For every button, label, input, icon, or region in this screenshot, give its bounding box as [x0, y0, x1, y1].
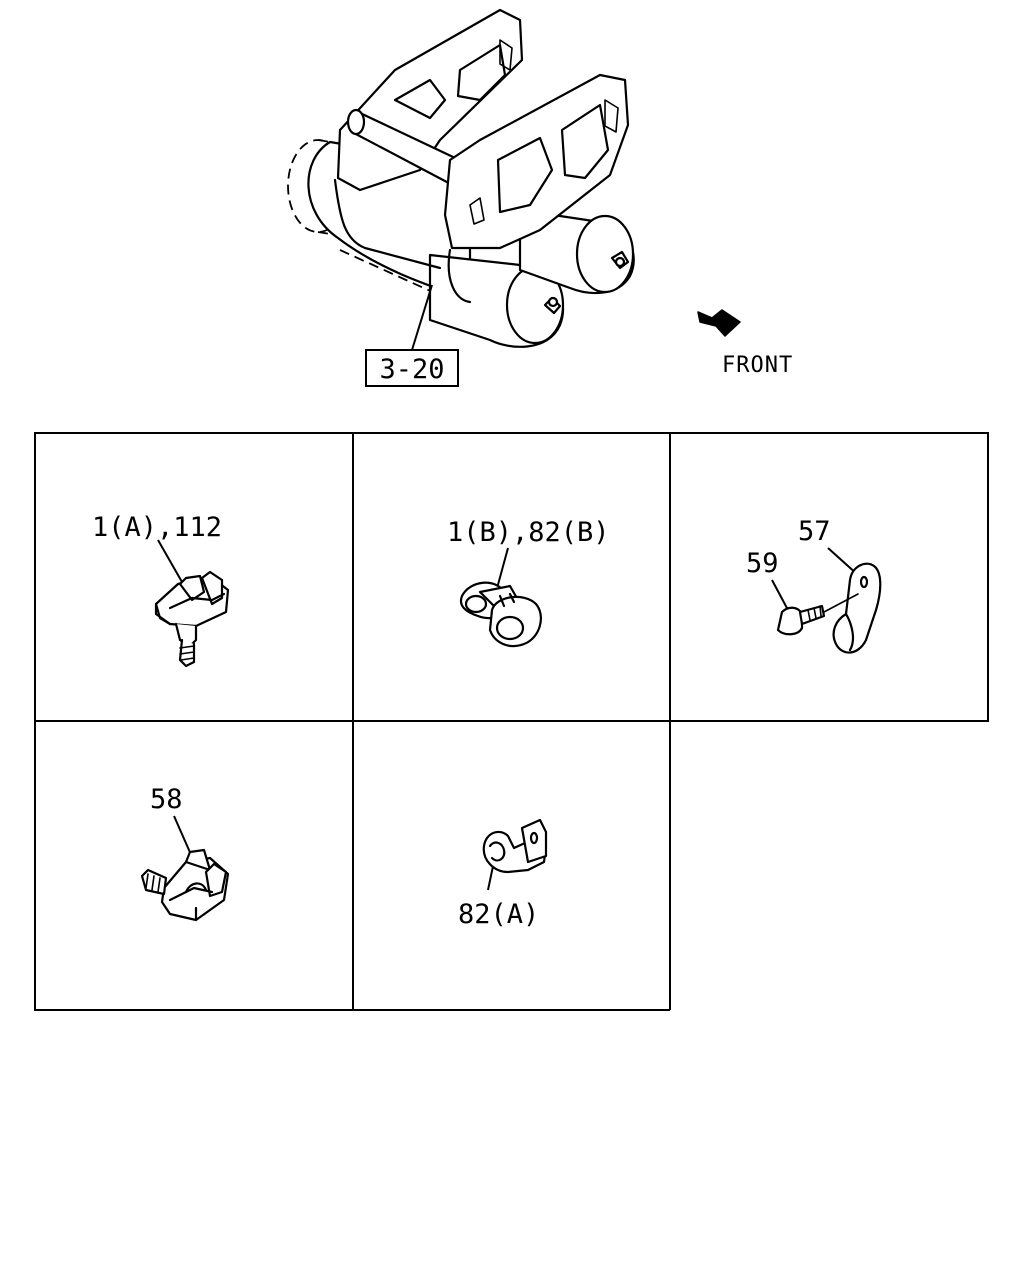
part-label-57: 57 [798, 516, 831, 547]
front-arrow-icon [697, 309, 741, 337]
front-direction-indicator: FRONT [697, 309, 793, 378]
parts-grid [34, 432, 989, 1011]
clamp-82a-drawing [482, 818, 548, 874]
part-label-58: 58 [150, 784, 183, 815]
part-label-59: 59 [746, 548, 779, 579]
bolt-59-drawing [776, 593, 859, 636]
part-cell-clamp-57-bolt-59[interactable]: 57 59 [746, 516, 882, 654]
clip-58-drawing [140, 848, 230, 922]
part-cell-clip-58[interactable]: 58 [140, 784, 230, 922]
part-cell-clip-1a[interactable]: 1(A),112 [92, 512, 230, 668]
air-tank-assembly-drawing [287, 8, 635, 348]
assembly-ref-label: 3-20 [379, 354, 444, 385]
part-label-1a-112: 1(A),112 [92, 512, 222, 543]
part-cell-clamp-82a[interactable]: 82(A) [458, 818, 548, 930]
assembly-leader-line [411, 284, 433, 351]
part-label-82a: 82(A) [458, 899, 539, 930]
part-cell-clamp-1b[interactable]: 1(B),82(B) [447, 517, 610, 648]
front-label: FRONT [722, 353, 793, 378]
assembly-ref-box[interactable]: 3-20 [365, 349, 459, 387]
part-label-1b-82b: 1(B),82(B) [447, 517, 610, 548]
clip-1a-drawing [154, 570, 230, 668]
clamp-57-drawing [832, 562, 882, 654]
clamp-1b-drawing [459, 581, 542, 648]
